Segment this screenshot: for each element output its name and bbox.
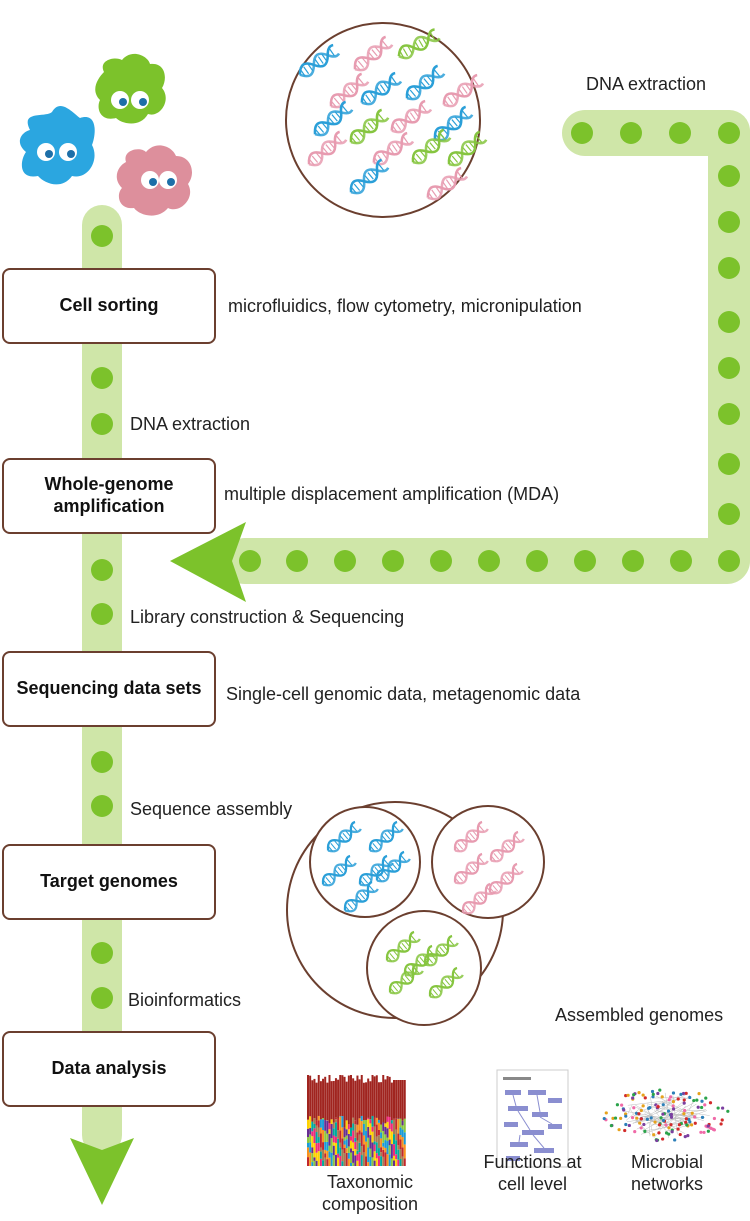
transition-sequence-assembly: Sequence assembly [130, 799, 293, 819]
track-dot [382, 550, 404, 572]
dna-helix-icon [326, 820, 362, 853]
side-track-top [562, 110, 750, 156]
dna-helix-icon [453, 852, 489, 885]
transition-library-sequencing: Library construction & Sequencing [130, 607, 405, 627]
output-microbial-networks: Microbial networks [630, 1152, 704, 1194]
track-dot [91, 225, 113, 247]
dna-helix-icon [461, 882, 497, 915]
dna-helix-icon [411, 128, 452, 165]
microbial-networks-thumbnail [602, 1088, 730, 1143]
track-dot [91, 942, 113, 964]
end-arrowhead [70, 1138, 134, 1205]
step-cell-sorting-box: Cell sorting [2, 268, 216, 344]
transition-dna-extraction: DNA extraction [130, 414, 251, 434]
track-dot [718, 403, 740, 425]
genome-bin-green [366, 910, 482, 1026]
dna-helix-icon [368, 820, 404, 853]
dna-helix-icon [442, 73, 485, 108]
track-dot [718, 503, 740, 525]
side-arrowhead [170, 522, 246, 602]
step-data-analysis-box: Data analysis [2, 1031, 216, 1107]
track-dot [622, 550, 644, 572]
track-dot [669, 122, 691, 144]
track-dot [574, 550, 596, 572]
track-dots [91, 122, 740, 1009]
functions-thumbnail [496, 1069, 569, 1168]
dna-helix-icon [360, 71, 403, 106]
dna-pool [298, 28, 488, 201]
taxonomic-composition-thumbnail [307, 1075, 406, 1166]
transition-bioinformatics: Bioinformatics [128, 990, 242, 1010]
track-dot [718, 257, 740, 279]
dna-helix-icon [321, 854, 357, 887]
track-dot [670, 550, 692, 572]
dna-helix-icon [349, 108, 390, 145]
step-whole-genome-amplification-box: Whole-genome amplification [2, 458, 216, 534]
dna-helix-icon [405, 64, 446, 101]
dna-helix-icon [307, 130, 348, 167]
dna-helix-icon [375, 850, 411, 883]
dna-helix-icon [353, 35, 394, 72]
dna-bins [321, 820, 525, 999]
cell-blue [19, 105, 95, 185]
output-taxonomic-composition: Taxonomic composition [321, 1172, 419, 1214]
track-dot [91, 559, 113, 581]
dna-helix-icon [403, 944, 439, 977]
track-dot [718, 311, 740, 333]
dna-helix-icon [488, 862, 524, 895]
dna-helix-icon [313, 100, 354, 137]
sequencing-data-note: Single-cell genomic data, metagenomic da… [226, 684, 581, 704]
step-target-genomes-box: Target genomes [2, 844, 216, 920]
dna-helix-icon [447, 130, 488, 167]
side-path-label: DNA extraction [586, 74, 707, 94]
cell-green [95, 53, 166, 124]
dna-helix-icon [426, 166, 469, 201]
track-dot [571, 122, 593, 144]
track-dot [620, 122, 642, 144]
track-dot [718, 122, 740, 144]
assembled-genomes-label: Assembled genomes [555, 1005, 724, 1025]
track-dot [718, 550, 740, 572]
track-dot [91, 603, 113, 625]
dna-helix-icon [453, 820, 489, 853]
track-dot [526, 550, 548, 572]
dna-helix-icon [489, 830, 525, 863]
output-functions-cell-level: Functions at cell level [483, 1152, 582, 1194]
cell-sorting-note: microfluidics, flow cytometry, micronipu… [228, 296, 582, 316]
dna-helix-icon [390, 99, 433, 134]
track-dot [334, 550, 356, 572]
dna-helix-icon [298, 43, 341, 78]
track-dot [91, 987, 113, 1009]
track-dot [91, 413, 113, 435]
track-dot [718, 165, 740, 187]
track-dot [718, 357, 740, 379]
track-dot [91, 795, 113, 817]
track-dot [239, 550, 261, 572]
track-dot [430, 550, 452, 572]
dna-helix-icon [349, 158, 390, 195]
track-dot [718, 211, 740, 233]
track-dot [91, 367, 113, 389]
track-dot [478, 550, 500, 572]
dna-helix-icon [397, 28, 441, 60]
track-dot [91, 751, 113, 773]
cell-pink [116, 145, 192, 216]
dna-helix-icon [385, 930, 421, 963]
step-sequencing-data-sets-box: Sequencing data sets [2, 651, 216, 727]
dna-helix-icon [372, 131, 415, 166]
track-dot [286, 550, 308, 572]
dna-helix-icon [428, 966, 464, 999]
track-dot [718, 453, 740, 475]
amplification-note: multiple displacement amplification (MDA… [224, 484, 560, 504]
dna-helix-icon [343, 880, 379, 913]
